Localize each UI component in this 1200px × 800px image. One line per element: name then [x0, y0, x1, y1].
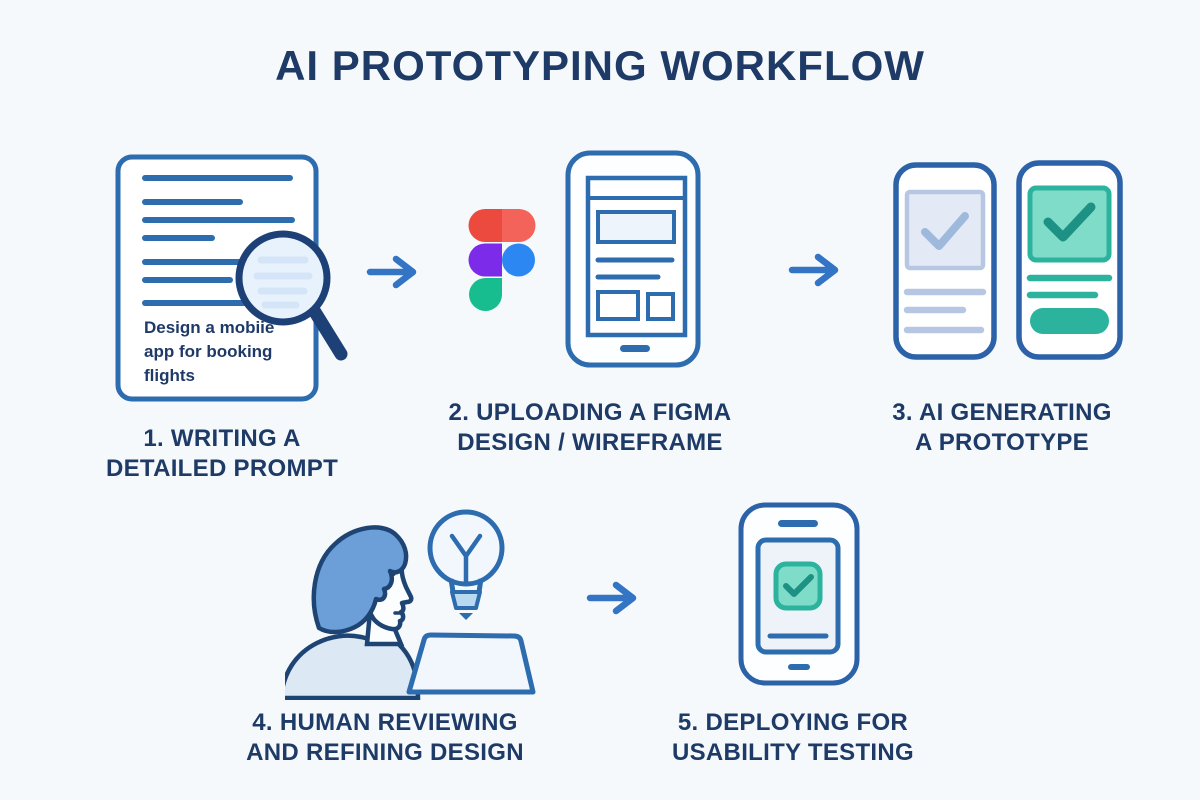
human-reviewer-icon [285, 500, 545, 700]
step-4-caption: 4. HUMAN REVIEWING AND REFINING DESIGN [246, 709, 524, 766]
laptop-icon [406, 632, 536, 695]
prototype-phone-draft-icon [893, 162, 997, 360]
step-2-caption: 2. UPLOADING A FIGMA DESIGN / WIREFRAME [448, 399, 732, 456]
prototype-phone-final-icon [1016, 160, 1123, 360]
arrow-right-icon [586, 581, 637, 615]
arrow-right-icon [788, 253, 839, 287]
arrow-right-icon [366, 255, 417, 289]
step-1-caption: 1. WRITING A DETAILED PROMPT [105, 425, 339, 482]
document-magnifier-icon: Design a mobiie app for booking flights [108, 146, 360, 404]
step-3-caption: 3. AI GENERATING A PROTOTYPE [892, 399, 1112, 456]
prompt-text: Design a mobiie app for booking flights [144, 318, 275, 385]
wireframe-phone-icon [565, 150, 705, 370]
page-title: AI PROTOTYPING WORKFLOW [275, 42, 925, 89]
figma-logo-icon [458, 206, 546, 314]
deploy-phone-icon [738, 502, 860, 686]
lightbulb-icon [427, 509, 505, 620]
step-5-caption: 5. DEPLOYING FOR USABILITY TESTING [671, 709, 914, 766]
